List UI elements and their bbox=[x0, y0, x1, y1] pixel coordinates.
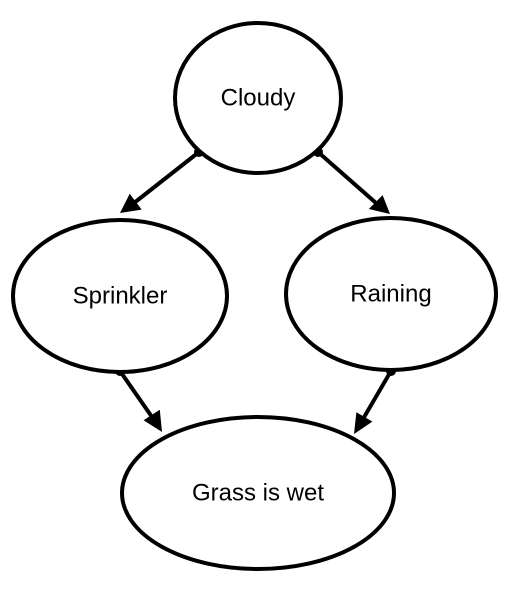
node-grass-is-wet: Grass is wet bbox=[120, 415, 396, 571]
arrowhead bbox=[354, 412, 373, 434]
node-raining: Raining bbox=[284, 216, 498, 372]
node-raining-label: Raining bbox=[350, 280, 431, 307]
edge-cloudy-to-raining bbox=[313, 147, 390, 214]
arrowhead bbox=[120, 193, 142, 213]
node-sprinkler: Sprinkler bbox=[11, 218, 229, 374]
node-cloudy: Cloudy bbox=[173, 21, 343, 175]
node-grass-is-wet-label: Grass is wet bbox=[192, 479, 324, 506]
edge-raining-to-grass bbox=[354, 366, 396, 434]
node-sprinkler-label: Sprinkler bbox=[73, 282, 168, 309]
arrowhead bbox=[143, 409, 162, 432]
node-cloudy-label: Cloudy bbox=[221, 84, 296, 111]
edge-sprinkler-to-grass bbox=[115, 366, 162, 432]
arrowhead bbox=[368, 195, 390, 214]
edge-cloudy-to-sprinkler bbox=[120, 147, 204, 213]
